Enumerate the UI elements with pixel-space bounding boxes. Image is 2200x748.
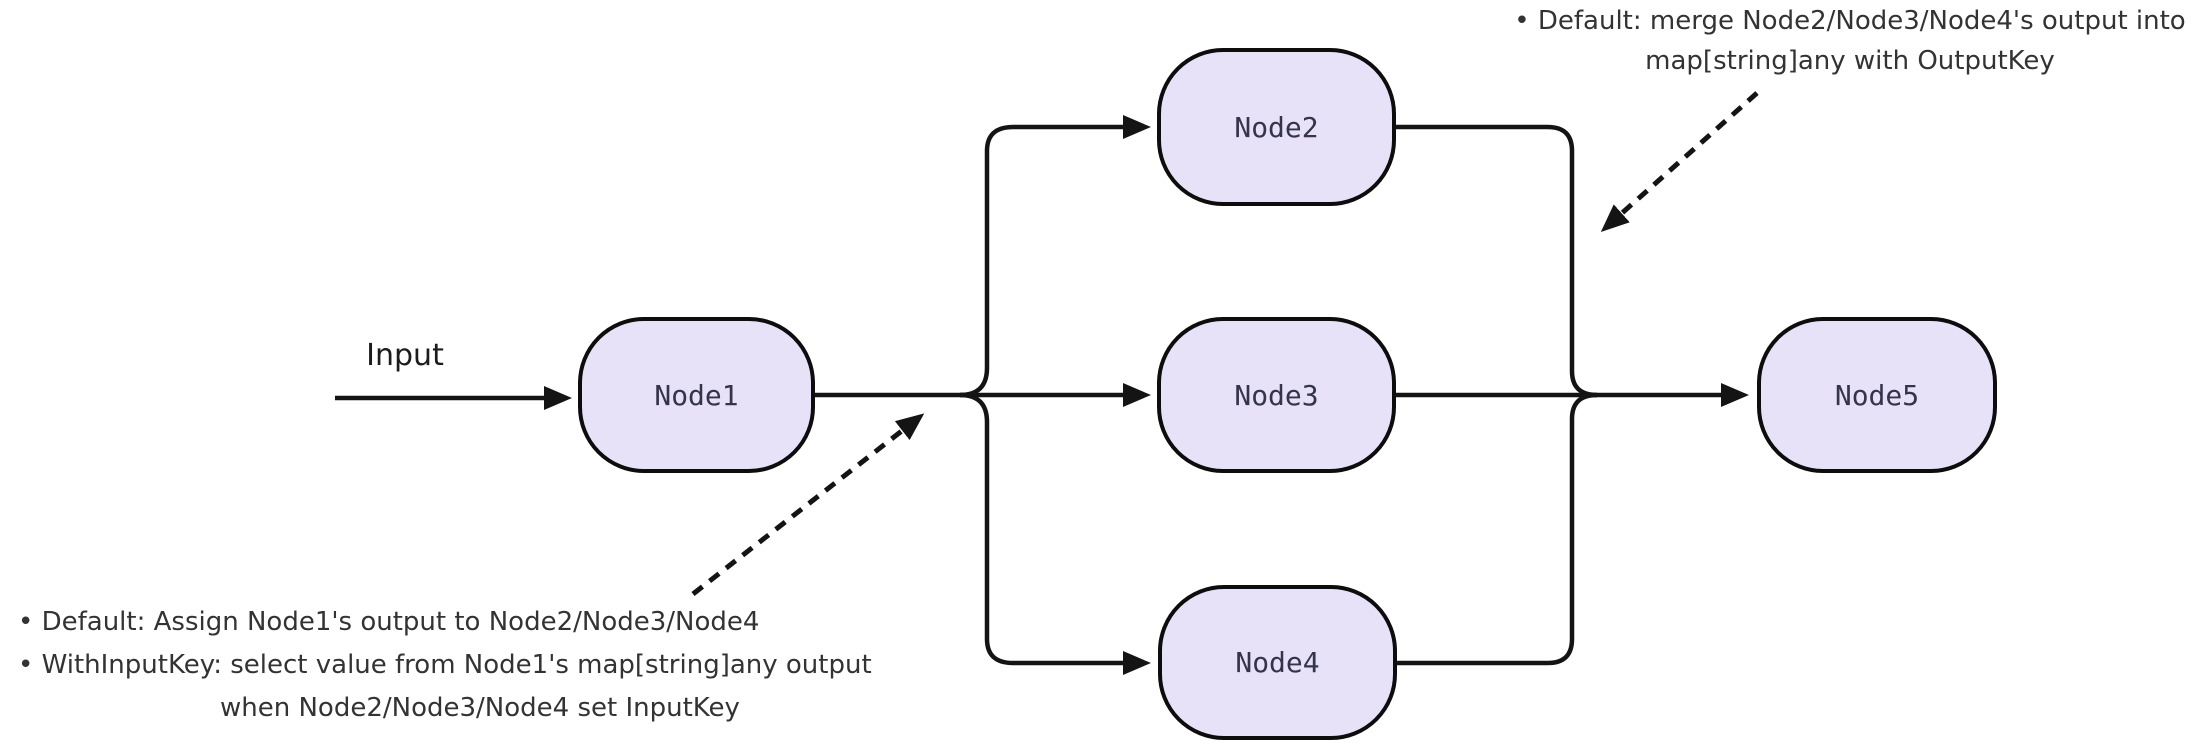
merge-note-line-1: • Default: merge Node2/Node3/Node4's out… — [1514, 6, 2186, 36]
node3-label: Node3 — [1234, 378, 1319, 412]
node2-label: Node2 — [1234, 110, 1319, 144]
edge-node4-to-merge — [1397, 392, 1598, 666]
assign-note-line-3: when Node2/Node3/Node4 set InputKey — [220, 693, 740, 723]
assign-note-line-1: • Default: Assign Node1's output to Node… — [18, 607, 760, 637]
edge-fork-to-node2 — [959, 115, 1151, 398]
merge-behavior-note: • Default: merge Node2/Node3/Node4's out… — [1500, 1, 2200, 81]
node-node4: Node4 — [1158, 585, 1397, 740]
node1-label: Node1 — [654, 378, 739, 412]
node-node1: Node1 — [578, 317, 815, 473]
assign-behavior-note: • Default: Assign Node1's output to Node… — [18, 601, 872, 730]
node-node3: Node3 — [1157, 317, 1396, 473]
node-node2: Node2 — [1157, 48, 1396, 206]
edge-node2-to-merge — [1396, 124, 1598, 398]
node5-label: Node5 — [1834, 378, 1920, 412]
input-edge-label: Input — [366, 338, 444, 373]
node-node5: Node5 — [1757, 317, 1997, 473]
merge-note-line-2: map[string]any with OutputKey — [1645, 46, 2055, 76]
dashed-arrow-merge-note — [1600, 91, 1759, 232]
node4-label: Node4 — [1235, 646, 1320, 679]
edge-fork-to-node4 — [959, 392, 1151, 675]
dashed-arrow-assign-note — [691, 413, 925, 596]
assign-note-line-2: • WithInputKey: select value from Node1'… — [18, 650, 872, 680]
